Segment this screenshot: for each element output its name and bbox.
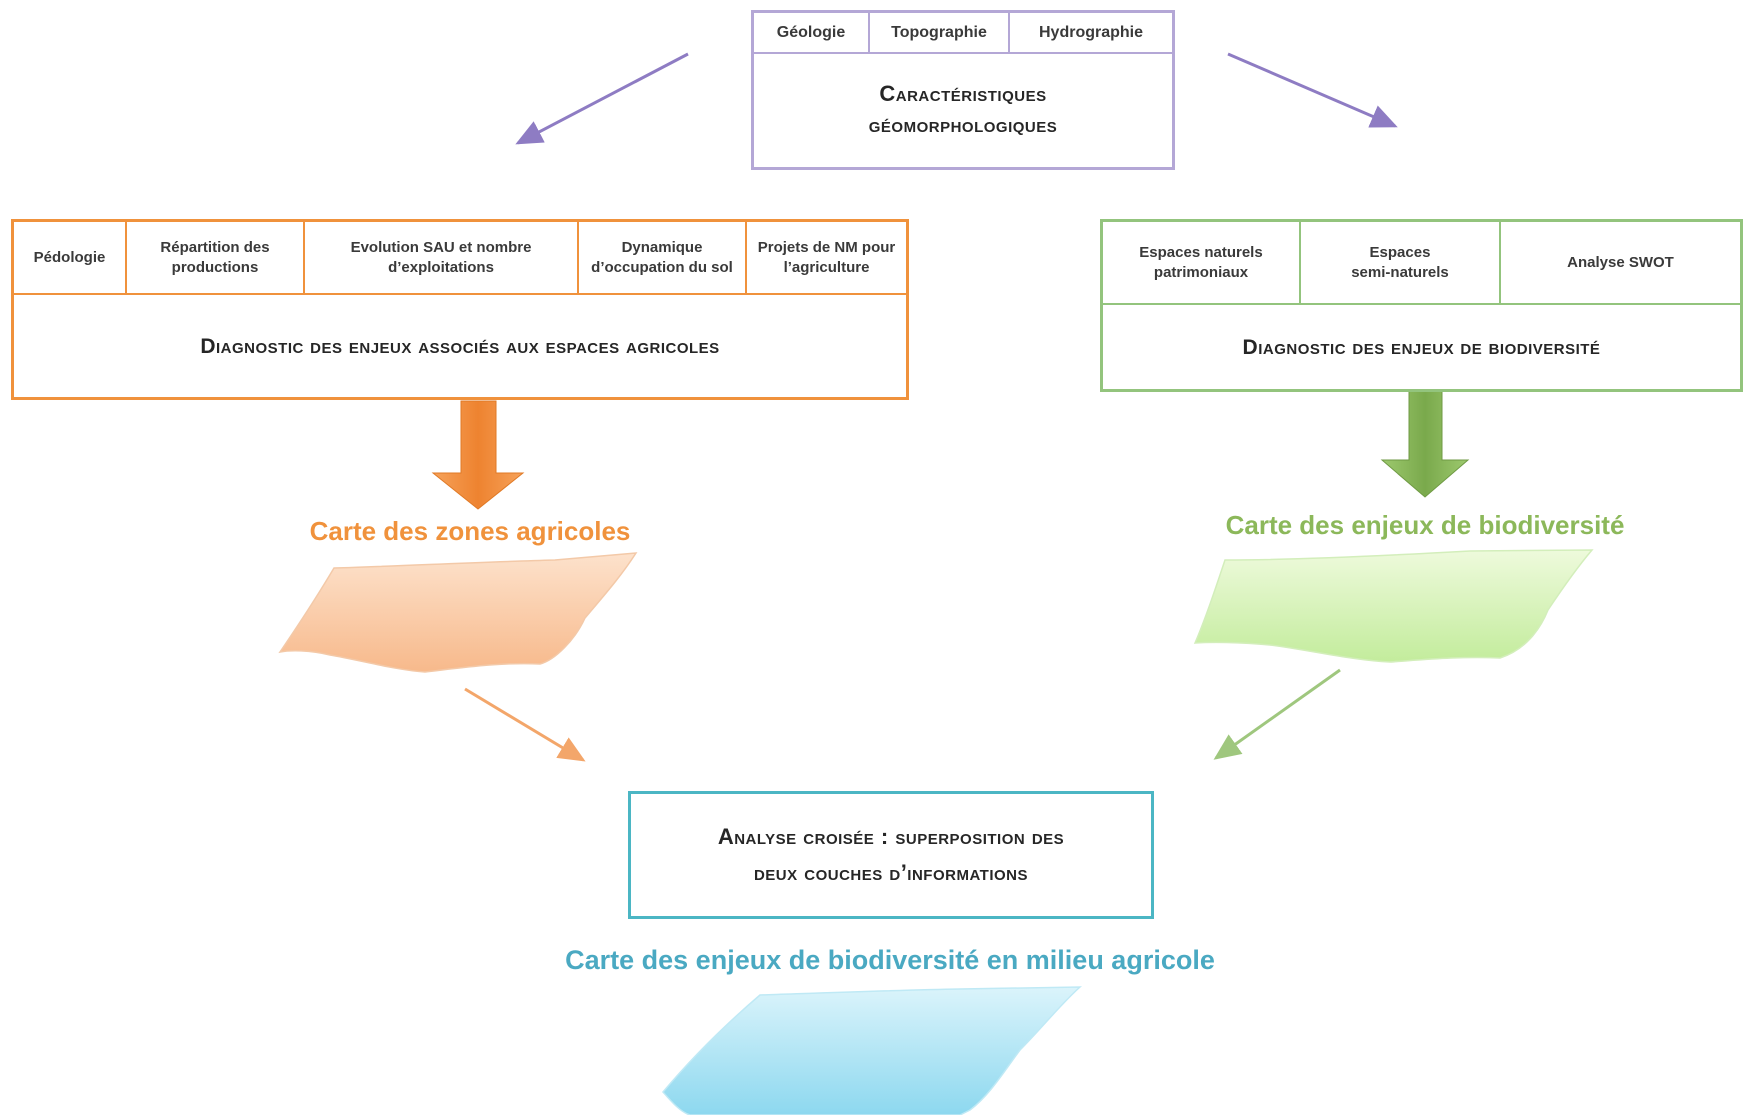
cross-title: Analyse croisée : superposition des deux…	[631, 794, 1151, 916]
agri-tab-repartition: Répartition des productions	[127, 222, 305, 294]
agri-box	[11, 219, 909, 400]
bio-tab-espaces-semi-naturels: Espaces semi-naturels	[1301, 222, 1501, 304]
geomorph-tabs-row	[751, 10, 1175, 54]
arrow-agri-down	[431, 400, 525, 510]
map-sheet-cross	[662, 986, 1082, 1115]
agri-tab-pedologie: Pédologie	[14, 222, 127, 294]
cross-map-label: Carte des enjeux de biodiversité en mili…	[565, 945, 1215, 975]
arrow-bio-to-cross	[1213, 668, 1341, 760]
bio-box	[1100, 219, 1743, 392]
arrow-to-bio	[1227, 52, 1398, 128]
bio-tabs-row	[1100, 219, 1743, 305]
bio-tab-espaces-naturels: Espaces naturels patrimoniaux	[1103, 222, 1301, 304]
arrow-to-agri	[515, 52, 689, 145]
map-sheet-bio	[1193, 549, 1594, 663]
map-sheet-agri	[278, 552, 638, 673]
bio-map-label: Carte des enjeux de biodiversité	[1225, 510, 1625, 540]
agri-title: Diagnostic des enjeux associés aux espac…	[200, 335, 720, 358]
arrow-bio-down	[1380, 390, 1470, 498]
agri-map-label: Carte des zones agricoles	[309, 516, 631, 546]
agri-tab-projets-nm: Projets de NM pour l’agriculture	[757, 238, 896, 276]
geomorph-title-line1: Caractéristiques	[879, 81, 1047, 107]
cross-box	[628, 791, 1154, 919]
tab-hydrographie: Hydrographie	[1038, 24, 1143, 42]
bio-tab-analyse-swot: Analyse SWOT	[1567, 253, 1674, 271]
tab-geologie: Géologie	[754, 13, 870, 53]
agri-tab-dynamique: Dynamique d’occupation du sol	[579, 222, 747, 294]
arrow-agri-to-cross	[464, 687, 586, 762]
cross-title-line2: deux couches d’informations	[753, 860, 1029, 885]
bio-title: Diagnostic des enjeux de biodiversité	[1242, 336, 1601, 359]
geomorph-title-line2: géomorphologiques	[868, 112, 1058, 137]
tab-topographie: Topographie	[870, 13, 1010, 53]
geomorph-title: Caractéristiques géomorphologiques	[754, 60, 1172, 160]
cross-title-line1: Analyse croisée : superposition des	[717, 823, 1065, 849]
agri-tab-evolution-sau: Evolution SAU et nombre d’exploitations	[305, 222, 579, 294]
agri-tabs-row	[11, 219, 909, 295]
geomorph-box	[751, 10, 1175, 170]
